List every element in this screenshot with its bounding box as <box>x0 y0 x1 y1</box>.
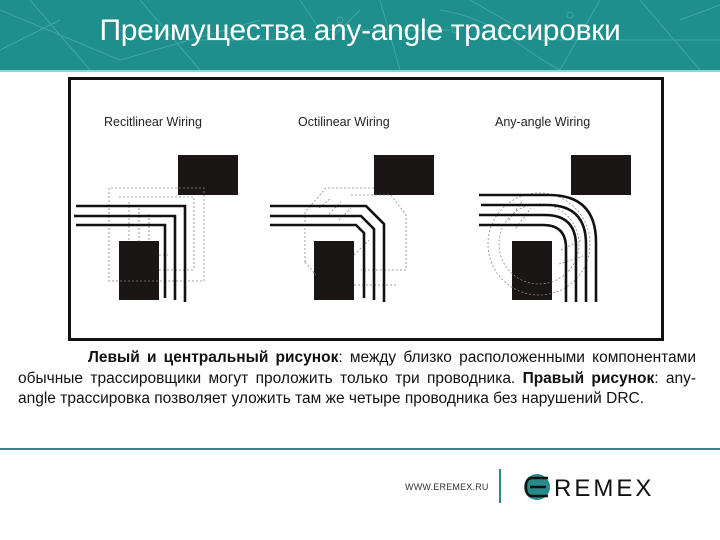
footer-website-link[interactable]: WWW.EREMEX.RU <box>405 482 489 492</box>
logo-text: REMEX <box>554 475 654 502</box>
caption-right-text: : any-angle трассировка позволяет уложит… <box>18 369 697 408</box>
wiring-comparison-figure: Recitlinear Wiring Octilinear Wiring Any… <box>68 77 664 341</box>
footer-separator <box>499 469 501 503</box>
panel-label-octilinear: Octilinear Wiring <box>298 115 390 129</box>
rectilinear-panel <box>74 155 238 302</box>
caption-left-center-text: : между близко расположенными компонента… <box>18 349 696 387</box>
page-title: Преимущества any-angle трассировки <box>99 14 621 47</box>
circuit-pattern-background <box>0 0 720 70</box>
eremex-logo: REMEX <box>524 474 654 502</box>
slide-header: Преимущества any-angle трассировки <box>0 0 720 70</box>
wiring-diagram: Recitlinear Wiring Octilinear Wiring Any… <box>74 115 631 302</box>
caption-right-label: Правый рисунок <box>522 369 655 387</box>
panel-label-any-angle: Any-angle Wiring <box>495 115 590 129</box>
header-divider <box>0 70 720 72</box>
panel-label-rectilinear: Recitlinear Wiring <box>104 115 202 129</box>
caption-left-center-label: Левый и центральный рисунок <box>88 349 339 366</box>
figure-caption: Левый и центральный рисунок: между близк… <box>18 348 696 410</box>
footer-divider <box>0 448 720 450</box>
any-angle-panel <box>479 155 631 302</box>
octilinear-panel <box>270 155 434 302</box>
